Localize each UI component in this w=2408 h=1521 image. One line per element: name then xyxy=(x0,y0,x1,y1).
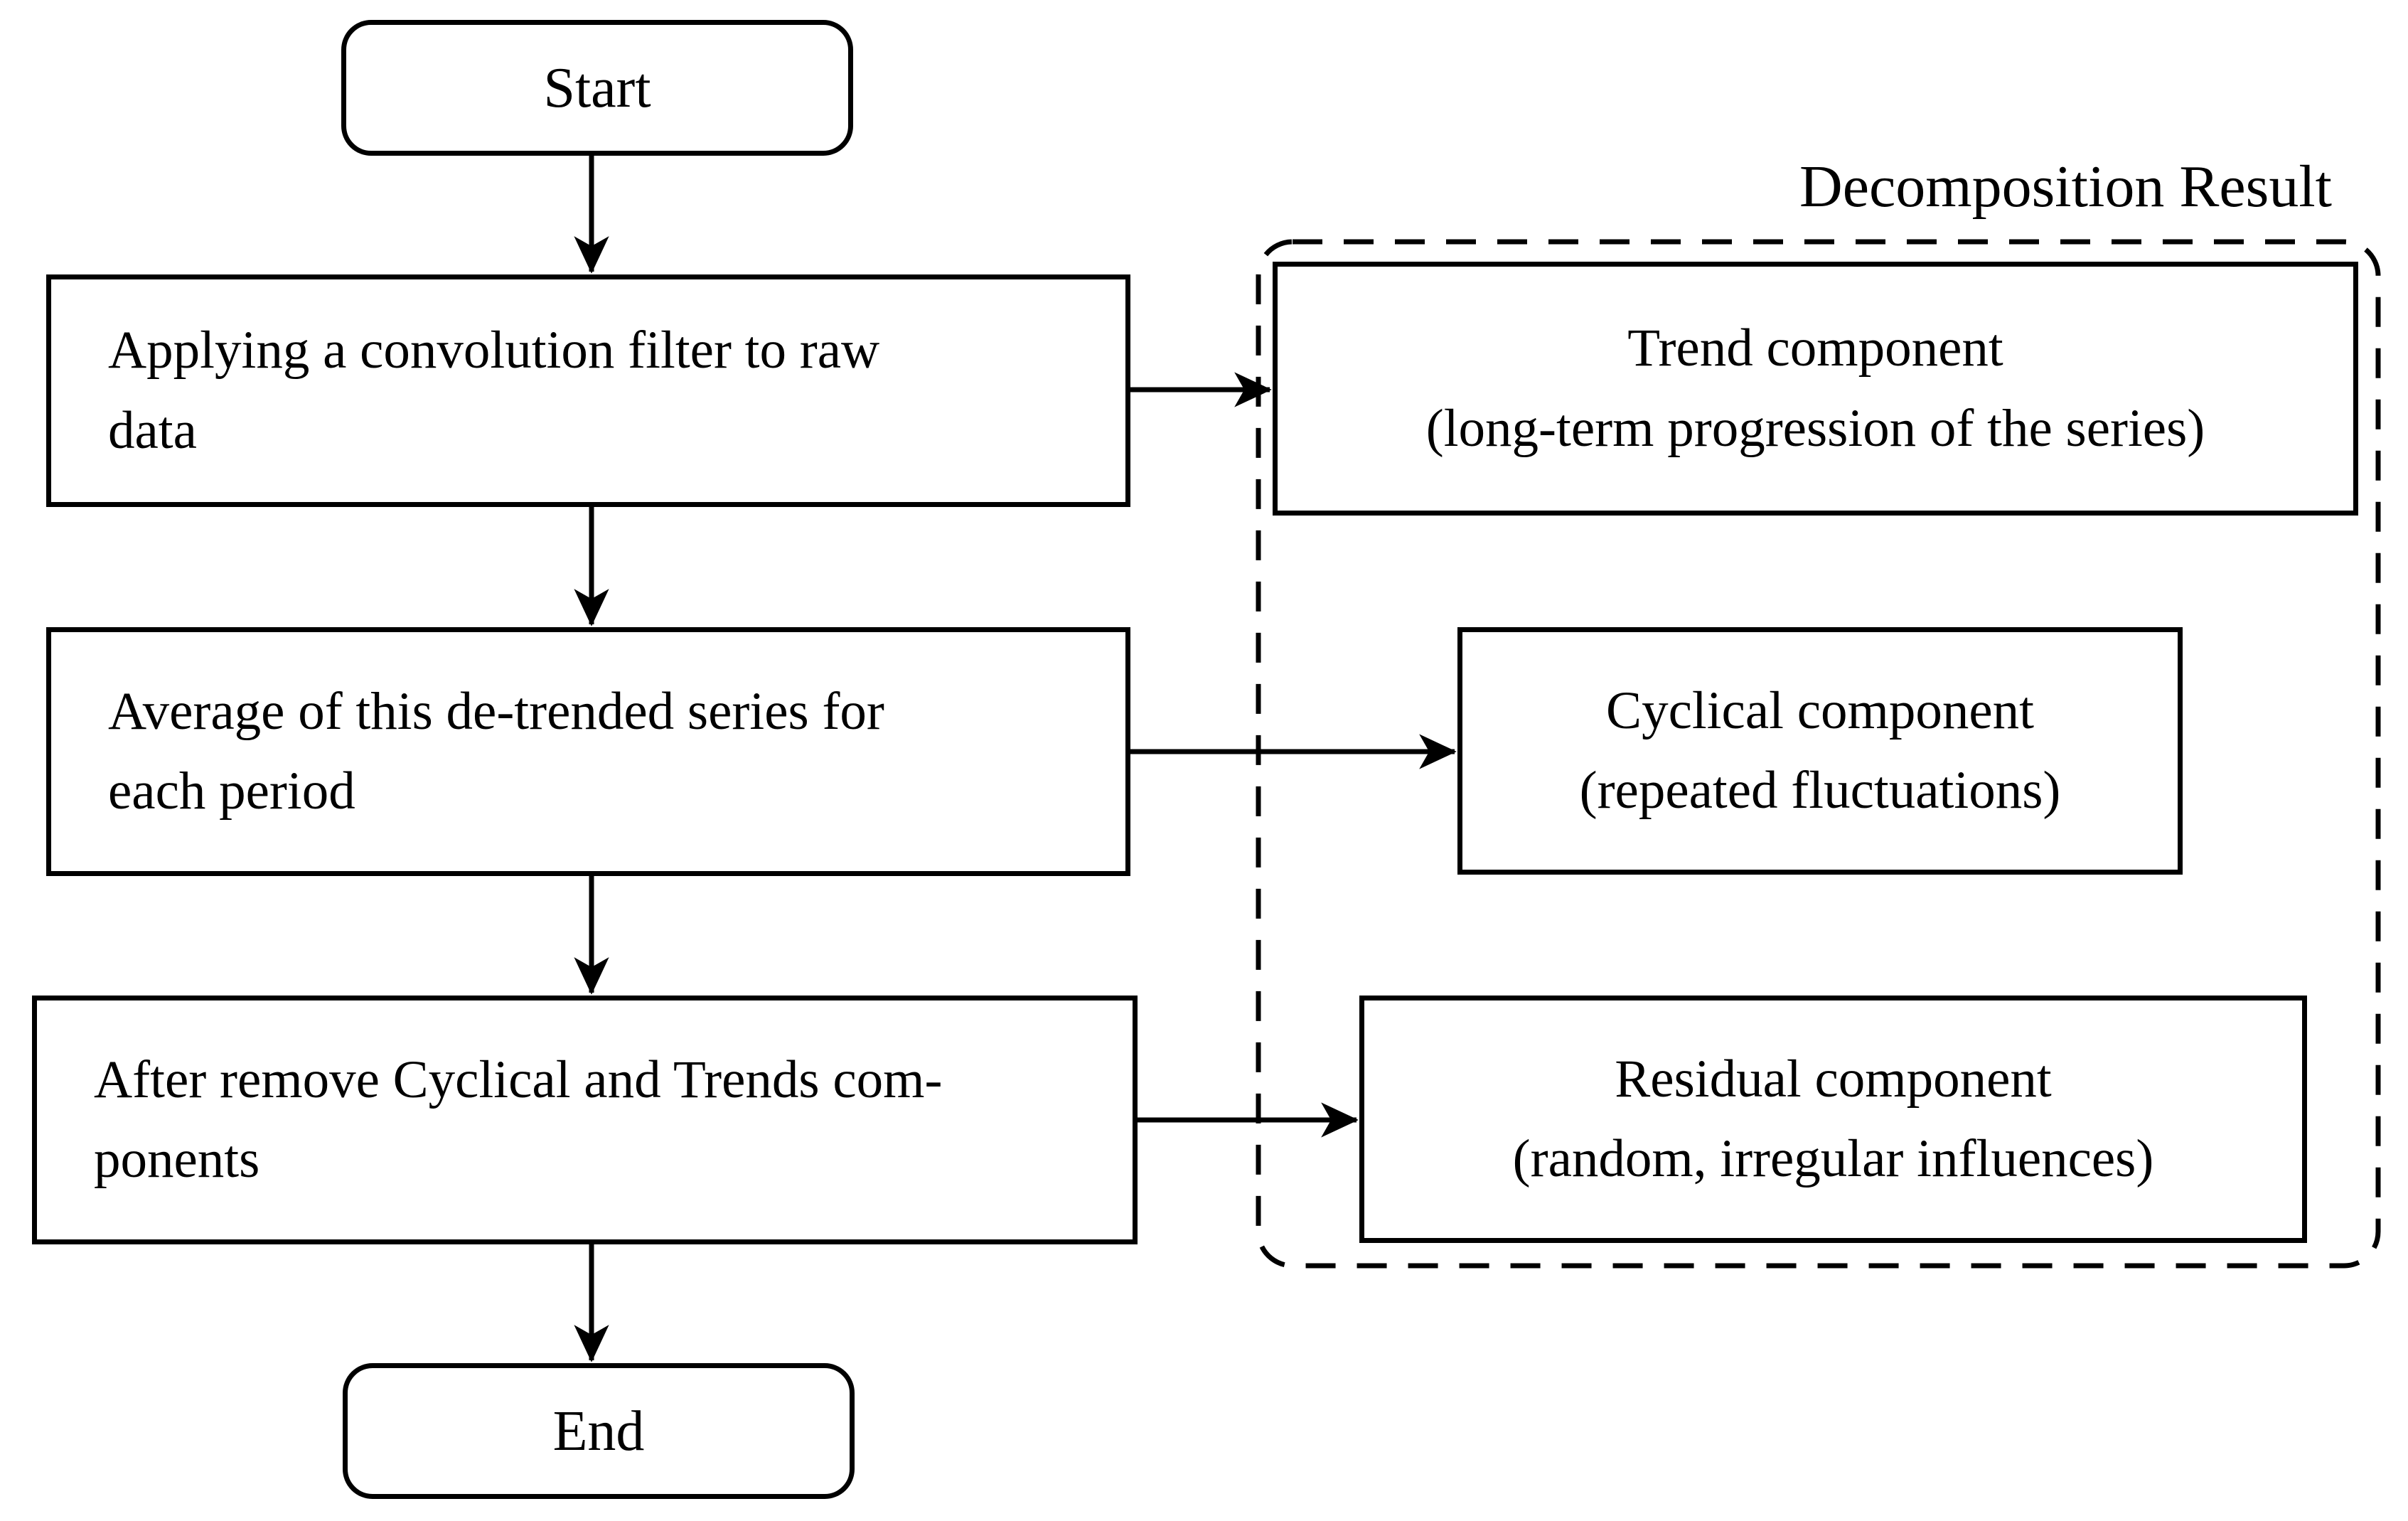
process-node-line: Applying a convolution filter to raw xyxy=(108,321,880,380)
process-node-line: Average of this de-trended series for xyxy=(108,681,884,741)
end-node-label: End xyxy=(552,1399,645,1463)
process-node-remove-components: After remove Cyclical and Trends com- po… xyxy=(32,996,1138,1244)
process-node-convolution-filter: Applying a convolution filter to raw dat… xyxy=(46,274,1130,507)
result-node-line: Cyclical component xyxy=(1606,681,2034,740)
process-node-line: ponents xyxy=(94,1130,260,1189)
process-node-detrended-average: Average of this de-trended series for ea… xyxy=(46,627,1130,876)
result-node-line: (random, irregular influences) xyxy=(1512,1129,2154,1188)
result-node-line: (repeated fluctuations) xyxy=(1579,761,2061,820)
result-node-line: Trend component xyxy=(1627,319,2003,378)
process-node-line: After remove Cyclical and Trends com- xyxy=(94,1050,943,1109)
process-node-line: data xyxy=(108,400,197,460)
end-node: End xyxy=(343,1363,855,1499)
result-node-line: Residual component xyxy=(1615,1049,2052,1109)
result-node-line: (long-term progression of the series) xyxy=(1425,398,2205,458)
start-node-label: Start xyxy=(543,56,651,119)
decomposition-group-title: Decomposition Result xyxy=(1799,154,2332,220)
start-node: Start xyxy=(341,20,853,156)
result-node-trend-component: Trend component (long-term progression o… xyxy=(1273,262,2358,516)
result-node-cyclical-component: Cyclical component (repeated fluctuation… xyxy=(1457,627,2183,875)
process-node-line: each period xyxy=(108,762,355,821)
result-node-residual-component: Residual component (random, irregular in… xyxy=(1359,996,2307,1243)
